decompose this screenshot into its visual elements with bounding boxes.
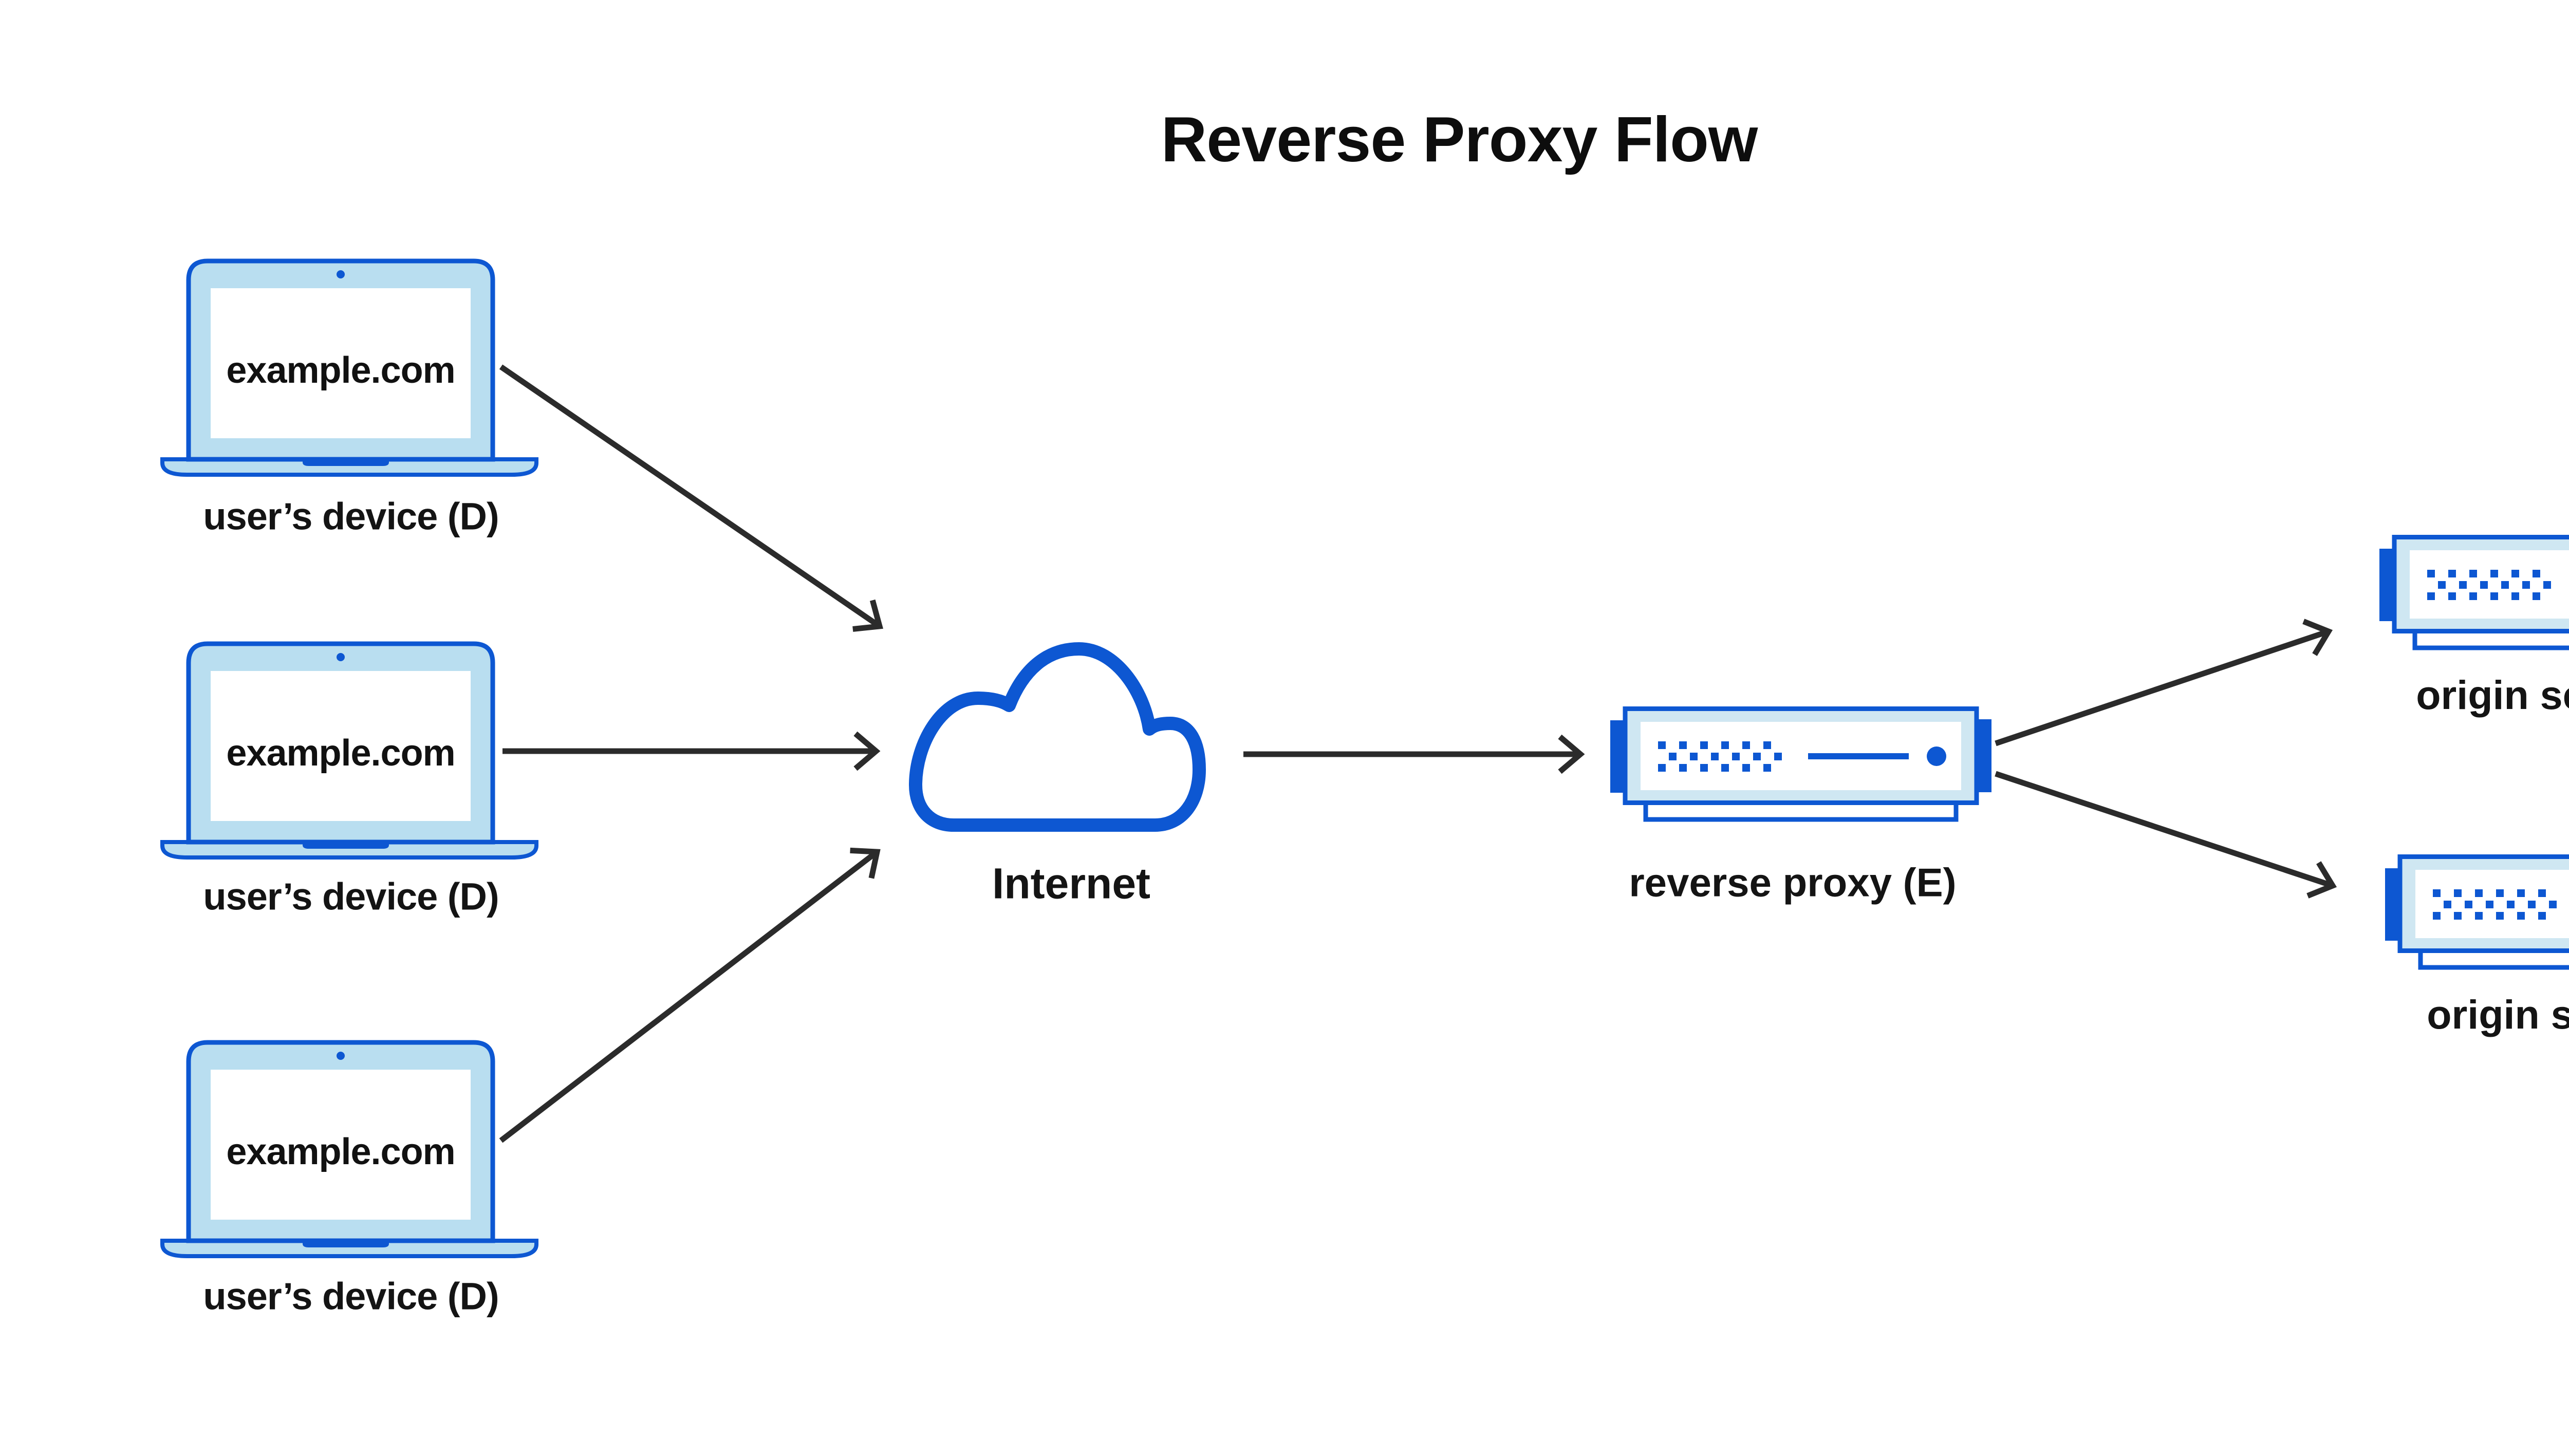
origin-server-2-node — [2385, 854, 2569, 970]
arrow-proxy-to-origin2 — [1995, 771, 2337, 899]
cloud-icon — [903, 636, 1212, 836]
arrow-device3-to-internet — [499, 847, 881, 1143]
origin-server-1-label: origin server (F) — [2416, 672, 2569, 718]
server-icon — [2379, 535, 2569, 651]
user-device-2-node: example.com — [160, 641, 542, 862]
user-device-2-label: user’s device (D) — [203, 875, 499, 918]
server-icon — [1610, 706, 1992, 823]
origin-server-2-label: origin server (F) — [2427, 992, 2569, 1037]
reverse-proxy-node — [1610, 706, 1992, 823]
device-3-screen-text: example.com — [226, 1131, 455, 1172]
user-device-3-label: user’s device (D) — [203, 1275, 499, 1318]
user-device-1-label: user’s device (D) — [203, 495, 499, 538]
device-1-screen-text: example.com — [226, 350, 455, 391]
user-device-3-node: example.com — [160, 1040, 542, 1261]
internet-node — [903, 636, 1212, 836]
origin-server-1-node — [2379, 535, 2569, 651]
user-device-1-node: example.com — [160, 258, 542, 479]
diagram-title: Reverse Proxy Flow — [1161, 104, 1758, 175]
server-icon — [2385, 854, 2569, 970]
arrow-device1-to-internet — [499, 364, 884, 632]
reverse-proxy-label: reverse proxy (E) — [1629, 860, 1957, 905]
internet-label: Internet — [992, 859, 1151, 908]
arrow-proxy-to-origin1 — [1995, 619, 2333, 746]
device-2-screen-text: example.com — [226, 733, 455, 774]
